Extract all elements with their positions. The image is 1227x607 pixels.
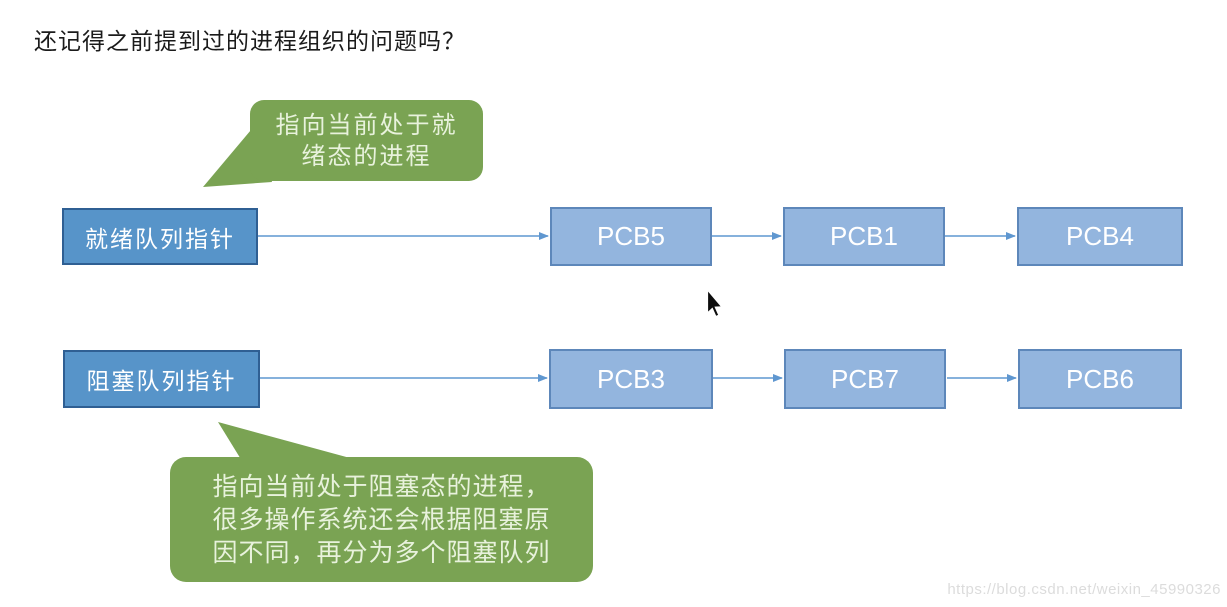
- ready-callout-text: 指向当前处于就 绪态的进程: [275, 110, 458, 170]
- blocked-callout-text: 指向当前处于阻塞态的进程， 很多操作系统还会根据阻塞原 因不同，再分为多个阻塞队…: [212, 472, 551, 567]
- pcb-node-label: PCB6: [1066, 363, 1134, 394]
- ready-queue-pointer-label: 就绪队列指针: [85, 226, 235, 253]
- ready-callout-bubble: 指向当前处于就 绪态的进程: [250, 100, 483, 181]
- pcb-node-pcb1: PCB1: [783, 207, 945, 266]
- pcb-node-pcb4: PCB4: [1017, 207, 1183, 266]
- watermark: https://blog.csdn.net/weixin_45990326: [947, 581, 1221, 598]
- blocked-queue-pointer-label: 阻塞队列指针: [86, 369, 237, 395]
- blocked-callout-tail-icon: [218, 422, 350, 461]
- pcb-node-label: PCB4: [1066, 221, 1134, 251]
- pcb-node-label: PCB5: [597, 221, 665, 251]
- blocked-queue-pointer-box: 阻塞队列指针: [63, 350, 260, 408]
- pcb-node-label: PCB7: [831, 363, 899, 394]
- ready-queue-pointer-box: 就绪队列指针: [62, 208, 258, 265]
- pcb-node-pcb6: PCB6: [1018, 349, 1182, 409]
- pcb-node-label: PCB3: [597, 363, 665, 394]
- pcb-node-pcb7: PCB7: [784, 349, 946, 409]
- pcb-node-pcb3: PCB3: [549, 349, 713, 409]
- pcb-node-label: PCB1: [830, 221, 898, 251]
- blocked-callout-bubble: 指向当前处于阻塞态的进程， 很多操作系统还会根据阻塞原 因不同，再分为多个阻塞队…: [170, 457, 593, 582]
- page-title: 还记得之前提到过的进程组织的问题吗？: [34, 29, 466, 55]
- pcb-node-pcb5: PCB5: [550, 207, 712, 266]
